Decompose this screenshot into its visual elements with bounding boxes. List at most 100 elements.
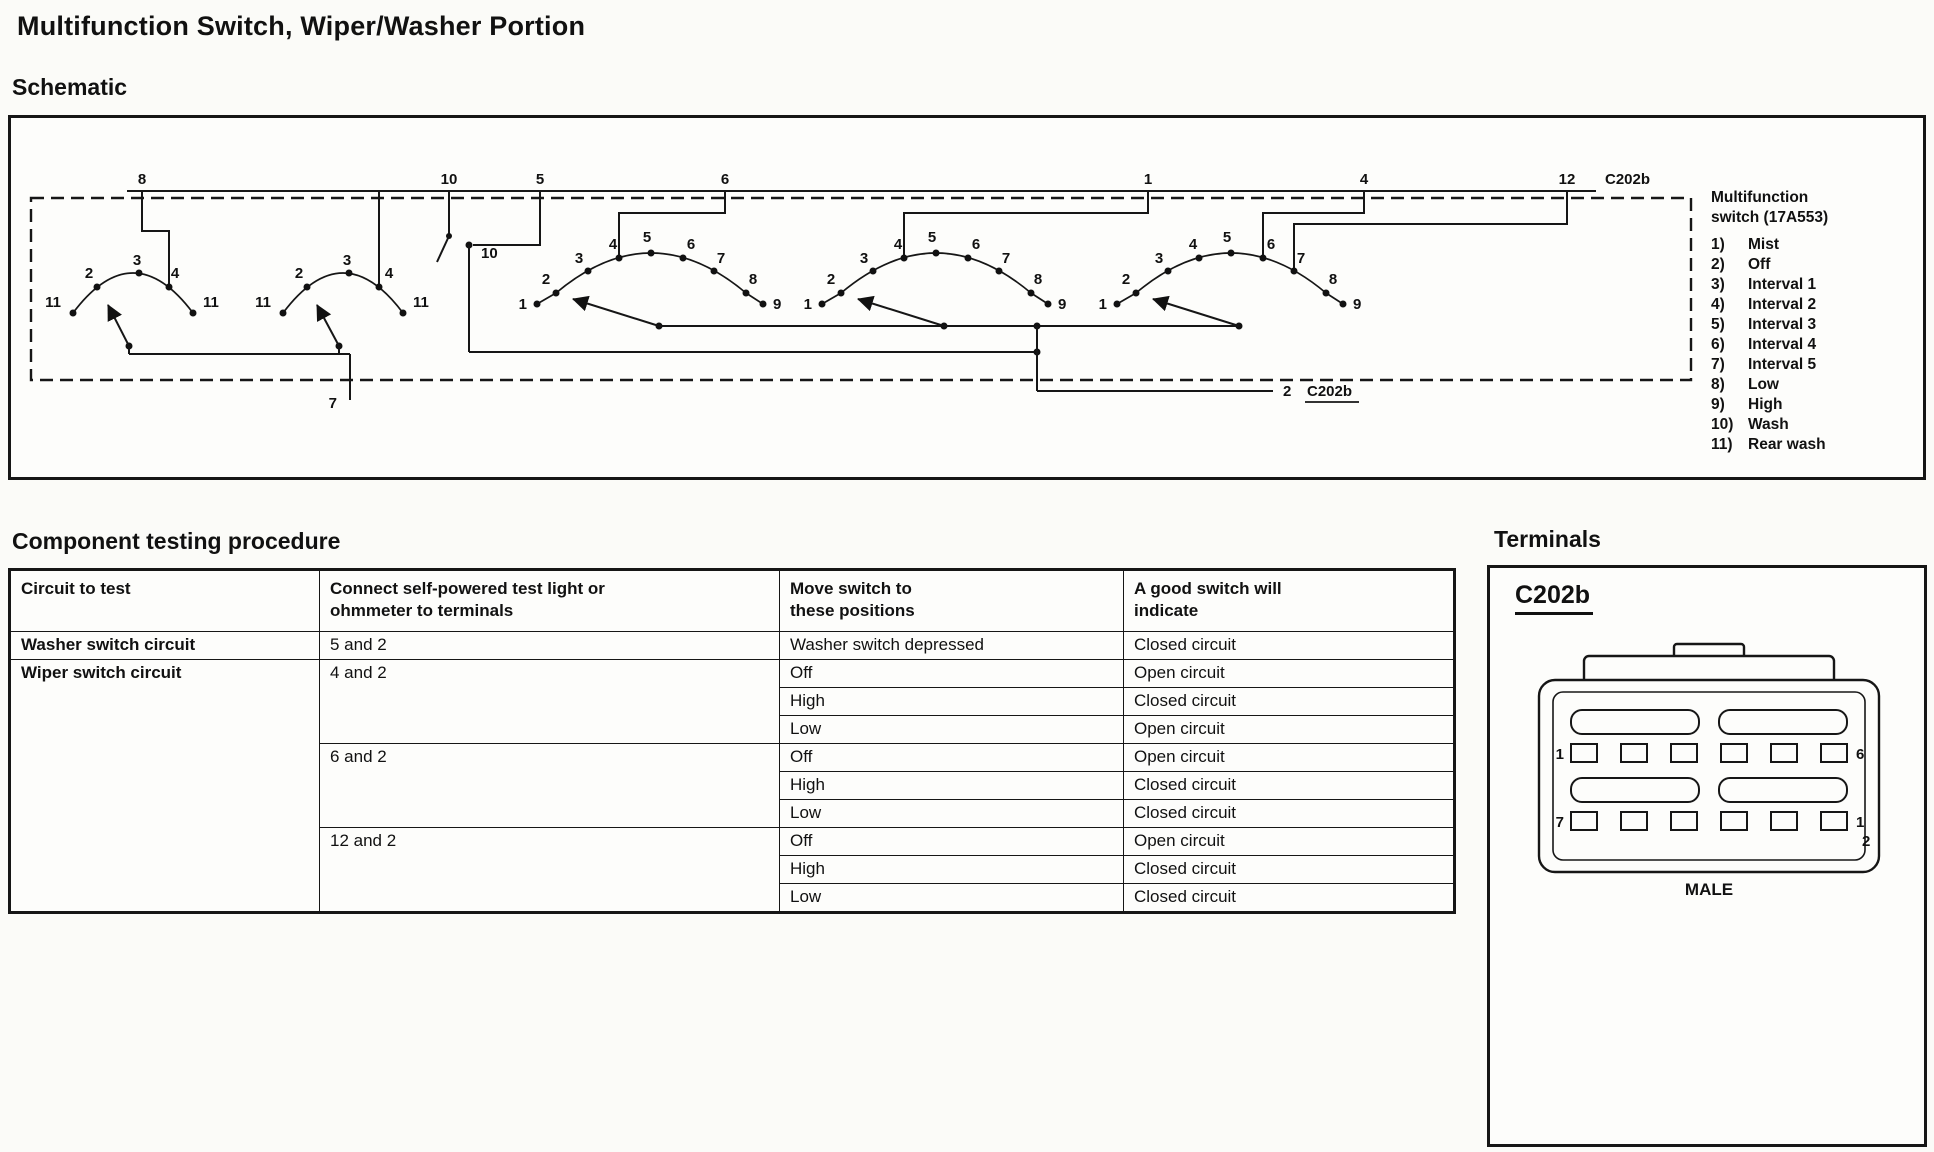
contact-label: 7 xyxy=(717,250,725,267)
terminal-label-12: 12 xyxy=(1559,171,1576,188)
pin-label-7: 7 xyxy=(1556,814,1564,831)
table-header-row: Circuit to test Connect self-powered tes… xyxy=(9,569,1455,632)
legend-item-num: 6) xyxy=(1711,336,1725,353)
page-title: Multifunction Switch, Wiper/Washer Porti… xyxy=(17,11,586,41)
legend-item-num: 5) xyxy=(1711,316,1725,333)
pin-label-6: 6 xyxy=(1856,746,1864,763)
contact-label: 4 xyxy=(385,265,394,282)
exit-terminal-2: 2 C202b xyxy=(1033,322,1359,403)
wiper-washer-schematic: 8 10 5 6 1 4 12 C202b xyxy=(29,171,1693,412)
exit-label-2: 2 xyxy=(1283,383,1291,400)
cell-position: Off xyxy=(779,743,1124,772)
contact-label: 9 xyxy=(773,296,781,313)
component-testing-table: Circuit to test Connect self-powered tes… xyxy=(8,568,1456,914)
contact-label: 4 xyxy=(894,236,903,253)
cell-position: Low xyxy=(779,883,1124,913)
table-row: 12 and 2 Off Open circuit xyxy=(10,827,1455,913)
legend-item-label: Interval 3 xyxy=(1748,316,1817,333)
legend-item: 11)Rear wash xyxy=(1711,435,1919,455)
testing-heading: Component testing procedure xyxy=(12,528,341,554)
contact-label: 9 xyxy=(1058,296,1066,313)
contact-label: 1 xyxy=(519,296,527,313)
contact-label: 2 xyxy=(85,265,93,282)
cell-indication: Closed circuit xyxy=(1123,631,1455,660)
switch-housing-dashed-outline xyxy=(29,196,1693,382)
contact-label: 9 xyxy=(1353,296,1361,313)
contact-label: 2 xyxy=(827,271,835,288)
contact-label: 6 xyxy=(972,236,980,253)
legend-item: 9)High xyxy=(1711,395,1919,415)
wash-circuit-label: 10 xyxy=(481,245,498,262)
front-wiper-switch-section-3: 1 2 3 4 5 6 7 8 9 xyxy=(1099,229,1361,330)
cell-terminals: 4 and 2 xyxy=(319,659,780,744)
legend-item: 3) Interval 1 xyxy=(1711,275,1919,295)
legend-item: 7)Interval 5 xyxy=(1711,355,1919,375)
cell-position: Off xyxy=(779,827,1124,856)
contact-label: 3 xyxy=(1155,250,1163,267)
cell-indication: Open circuit xyxy=(1123,715,1455,744)
legend-item-num: 1) xyxy=(1711,236,1725,253)
legend-item-num: 11) xyxy=(1711,436,1733,453)
legend-item-num: 2) xyxy=(1711,256,1725,273)
leg-num: 7) xyxy=(1711,356,1725,373)
header-indication: A good switch will indicate xyxy=(1123,569,1455,632)
connector-pin-numbers: 1 6 7 1 2 xyxy=(1556,746,1871,850)
legend-item: 1) Mist xyxy=(1711,235,1919,255)
legend-title-line2: switch (17A553) xyxy=(1711,209,1829,226)
legend-item-label: Interval 2 xyxy=(1748,296,1817,313)
cell-position: High xyxy=(779,855,1124,884)
contact-label: 7 xyxy=(1002,250,1010,267)
terminals-panel: C202b xyxy=(1487,565,1927,1147)
cell-indication: Open circuit xyxy=(1123,827,1455,856)
legend-item: 6) Interval 4 xyxy=(1711,335,1919,355)
legend-item-num: 8) xyxy=(1711,376,1725,393)
header-terminals: Connect self-powered test light or ohmme… xyxy=(319,569,780,632)
contact-label: 3 xyxy=(133,252,141,269)
cell-position: Low xyxy=(779,715,1124,744)
connector-gender-label: MALE xyxy=(1685,880,1733,899)
schematic-panel: 8 10 5 6 1 4 12 C202b xyxy=(8,115,1926,480)
legend-item-num: 3) xyxy=(1711,276,1725,293)
connector-label-top: C202b xyxy=(1605,171,1650,188)
contact-label: 4 xyxy=(171,265,180,282)
switch-legend: Multifunction switch (17A553) 1)Mist 2)O… xyxy=(1711,188,1919,455)
contact-label: 4 xyxy=(609,236,618,253)
contact-label: 2 xyxy=(542,271,550,288)
table-row: Low Closed circuit xyxy=(10,883,1455,913)
top-terminal-bus: 8 10 5 6 1 4 12 C202b xyxy=(127,171,1650,192)
contact-label: 1 xyxy=(804,296,812,313)
terminals-heading: Terminals xyxy=(1494,526,1601,552)
legend-items: 1)Mist 2)Off 3)Interval 1 4)Interval 2 5… xyxy=(1711,235,1919,455)
cell-indication: Closed circuit xyxy=(1123,771,1455,800)
connector-label-bottom: C202b xyxy=(1307,383,1352,400)
cell-indication: Closed circuit xyxy=(1123,855,1455,884)
pin-label-12-line1: 1 xyxy=(1856,814,1864,831)
contact-label: 8 xyxy=(1034,271,1042,288)
contact-label: 11 xyxy=(413,294,429,311)
cell-circuit: Washer switch circuit xyxy=(9,631,320,660)
connector-name: C202b xyxy=(1515,581,1594,615)
legend-item-label: Interval 1 xyxy=(1748,276,1817,293)
exit-terminal-7: 7 xyxy=(329,354,351,412)
cell-circuit: Wiper switch circuit xyxy=(9,659,320,913)
contact-label: 1 xyxy=(1099,296,1107,313)
table-row: Low Open circuit xyxy=(10,715,1455,744)
contact-label: 5 xyxy=(643,229,651,246)
contact-label: 7 xyxy=(1297,250,1305,267)
legend-item-label: High xyxy=(1748,396,1783,413)
cell-position: Washer switch depressed xyxy=(779,631,1124,660)
table-row: Wiper switch circuit 4 and 2 Off Open ci… xyxy=(9,659,1455,913)
contact-label: 11 xyxy=(203,294,219,311)
connector-outline xyxy=(1537,642,1881,874)
contact-label: 6 xyxy=(687,236,695,253)
common-bus-lines xyxy=(129,325,1239,355)
legend-item-num: 4) xyxy=(1711,296,1725,313)
front-wiper-switch-section-2: 1 2 3 4 5 6 7 8 9 xyxy=(804,229,1066,330)
legend-item-label: Mist xyxy=(1748,236,1779,253)
contact-label: 8 xyxy=(1329,271,1337,288)
legend-item-label: Interval 4 xyxy=(1748,336,1817,353)
table-row: High Closed circuit xyxy=(10,687,1455,716)
exit-label-7: 7 xyxy=(329,395,337,412)
front-wiper-switch-section-1: 1 2 3 4 5 6 7 8 9 xyxy=(519,229,781,330)
